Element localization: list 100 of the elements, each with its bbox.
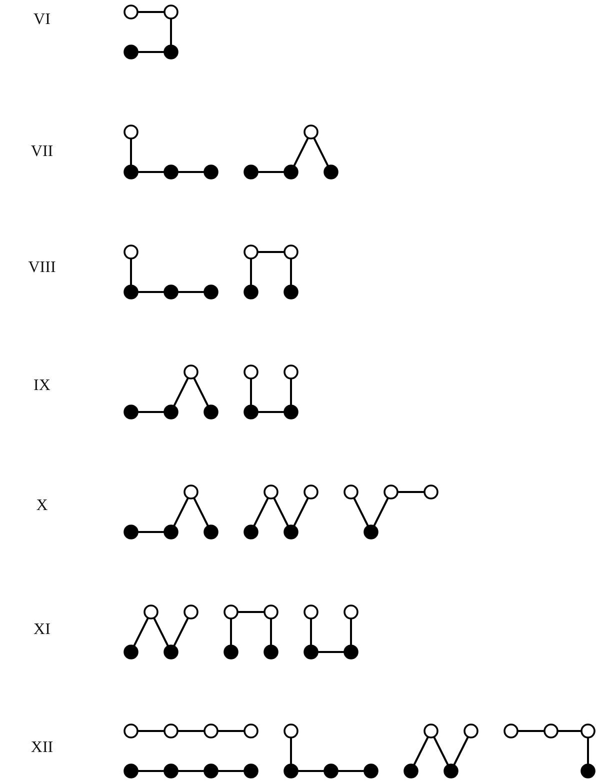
graph-edge: [138, 770, 164, 772]
graph-edge: [133, 617, 149, 647]
graph-edge: [230, 618, 232, 646]
open-vertex: [164, 4, 178, 20]
open-vertex: [244, 724, 258, 738]
filled-vertex: [244, 764, 258, 778]
filled-vertex: [164, 284, 178, 300]
graph-edge: [290, 258, 292, 286]
graph-edge: [290, 378, 292, 406]
graph-edge: [338, 770, 364, 772]
row-label: XII: [30, 739, 54, 757]
graph-edge: [293, 497, 309, 527]
open-vertex: [224, 604, 238, 620]
open-vertex: [284, 724, 298, 738]
filled-vertex: [284, 404, 298, 420]
open-vertex: [244, 364, 258, 380]
filled-vertex: [264, 644, 278, 660]
open-vertex: [424, 724, 438, 738]
graph-edge: [193, 497, 209, 527]
graph-edge: [238, 611, 264, 613]
filled-vertex: [124, 284, 138, 300]
graph-edge: [173, 497, 189, 527]
graph-edge: [153, 617, 169, 647]
open-vertex: [124, 4, 138, 20]
filled-vertex: [204, 404, 218, 420]
graph-edge: [138, 11, 164, 13]
open-vertex: [304, 484, 318, 500]
graph-edge: [518, 730, 544, 732]
open-vertex: [124, 724, 138, 738]
graph-edge: [138, 291, 164, 293]
graph-edge: [353, 497, 369, 527]
filled-vertex: [124, 164, 138, 180]
row-label: IX: [34, 377, 50, 395]
graph-edge: [290, 738, 292, 764]
graph-edge: [453, 736, 469, 766]
filled-vertex: [324, 764, 338, 778]
filled-vertex: [244, 164, 258, 180]
graph-edge: [587, 738, 589, 764]
row-label: VI: [34, 11, 50, 29]
graph-edge: [178, 730, 204, 732]
graph-edge: [130, 138, 132, 166]
open-vertex: [424, 484, 438, 500]
open-vertex: [284, 364, 298, 380]
graph-edge: [413, 736, 429, 766]
row-label: VII: [30, 143, 54, 161]
graph-edge: [273, 497, 289, 527]
filled-vertex: [164, 524, 178, 540]
filled-vertex: [124, 404, 138, 420]
graph-edge: [178, 171, 204, 173]
filled-vertex: [124, 524, 138, 540]
open-vertex: [344, 484, 358, 500]
graph-edge: [253, 497, 269, 527]
row-label: VIII: [28, 259, 56, 277]
graph-edge: [173, 617, 189, 647]
open-vertex: [184, 604, 198, 620]
filled-vertex: [324, 164, 338, 180]
filled-vertex: [244, 284, 258, 300]
filled-vertex: [164, 644, 178, 660]
graph-edge: [258, 411, 284, 413]
filled-vertex: [164, 764, 178, 778]
filled-vertex: [364, 524, 378, 540]
graph-edge: [373, 497, 389, 527]
graph-edge: [130, 258, 132, 286]
graph-edge: [350, 618, 352, 646]
open-vertex: [544, 724, 558, 738]
open-vertex: [144, 604, 158, 620]
open-vertex: [244, 244, 258, 260]
graph-edge: [270, 618, 272, 646]
filled-vertex: [164, 404, 178, 420]
filled-vertex: [244, 524, 258, 540]
filled-vertex: [284, 164, 298, 180]
filled-vertex: [204, 764, 218, 778]
graph-edge: [398, 491, 424, 493]
filled-vertex: [444, 764, 458, 778]
graph-edge: [433, 736, 449, 766]
filled-vertex: [164, 164, 178, 180]
open-vertex: [124, 244, 138, 260]
graph-edge: [173, 377, 189, 407]
filled-vertex: [204, 164, 218, 180]
graph-edge: [138, 51, 164, 53]
filled-vertex: [284, 524, 298, 540]
filled-vertex: [124, 764, 138, 778]
graph-edge: [170, 18, 172, 46]
filled-vertex: [364, 764, 378, 778]
graph-edge: [558, 730, 582, 732]
graph-edge: [218, 770, 244, 772]
open-vertex: [464, 724, 478, 738]
graph-edge: [138, 730, 164, 732]
open-vertex: [264, 484, 278, 500]
open-vertex: [304, 604, 318, 620]
graph-edge: [258, 171, 284, 173]
graph-edge: [310, 618, 312, 646]
open-vertex: [164, 724, 178, 738]
graph-edge: [193, 377, 209, 407]
filled-vertex: [284, 764, 298, 778]
open-vertex: [344, 604, 358, 620]
graph-edge: [250, 378, 252, 406]
open-vertex: [204, 724, 218, 738]
open-vertex: [384, 484, 398, 500]
filled-vertex: [404, 764, 418, 778]
